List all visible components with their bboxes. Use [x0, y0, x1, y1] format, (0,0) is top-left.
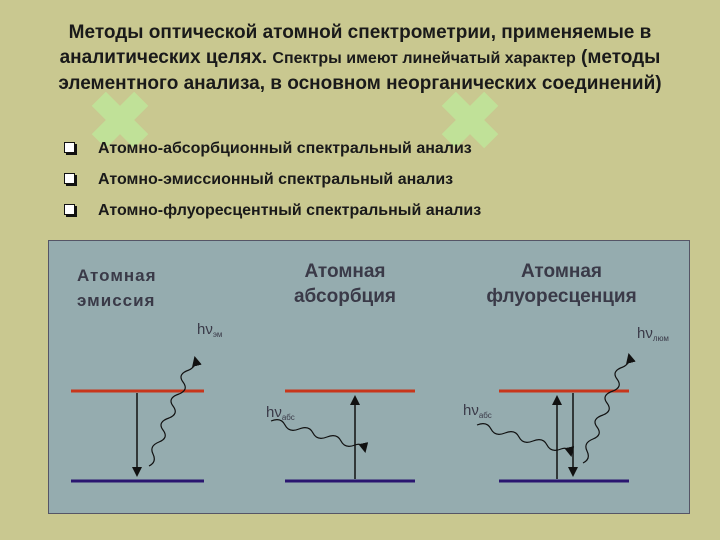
bullet-text: Атомно-флуоресцентный спектральный анали…	[98, 202, 482, 219]
transitions-diagram: hνэм hνабс hνабс hνлюм Атомная эмиссия А…	[48, 240, 690, 514]
hv-abs-label: hνабс	[266, 404, 295, 422]
absorbed-photon-wave	[476, 423, 575, 457]
title-part-1: Методы оптической атомной спектрометрии,…	[59, 22, 652, 68]
absorbed-photon-wave	[270, 419, 369, 453]
checkbox-bullet-icon	[64, 142, 75, 153]
bullet-item: Атомно-абсорбционный спектральный анализ	[62, 137, 481, 168]
emitted-photon-wave	[148, 356, 202, 467]
slide-title: Методы оптической атомной спектрометрии,…	[30, 20, 690, 96]
bullet-item: Атомно-эмиссионный спектральный анализ	[62, 168, 481, 199]
bullet-list: Атомно-абсорбционный спектральный анализ…	[62, 137, 481, 230]
checkbox-bullet-icon	[64, 204, 75, 215]
fluorescence-photon-wave	[582, 353, 636, 464]
panel-title-fluorescence: Атомная флуоресценция	[486, 261, 637, 307]
checkbox-bullet-icon	[64, 173, 75, 184]
hv-em-label: hνэм	[197, 321, 222, 339]
panel-title-emission: Атомная эмиссия	[77, 266, 157, 310]
bullet-item: Атомно-флуоресцентный спектральный анали…	[62, 199, 481, 230]
diagram-svg: hνэм hνабс hνабс hνлюм	[71, 321, 669, 483]
title-part-3: (методы элементного анализа, в основном …	[58, 47, 662, 94]
hv-lum-label: hνлюм	[637, 325, 669, 343]
hv-abs-label: hνабс	[463, 402, 492, 420]
bullet-text: Атомно-эмиссионный спектральный анализ	[98, 171, 454, 188]
bullet-text: Атомно-абсорбционный спектральный анализ	[98, 140, 472, 157]
panel-title-absorption: Атомная абсорбция	[293, 261, 396, 307]
title-part-2: Спектры имеют линейчатый характер	[272, 50, 576, 67]
